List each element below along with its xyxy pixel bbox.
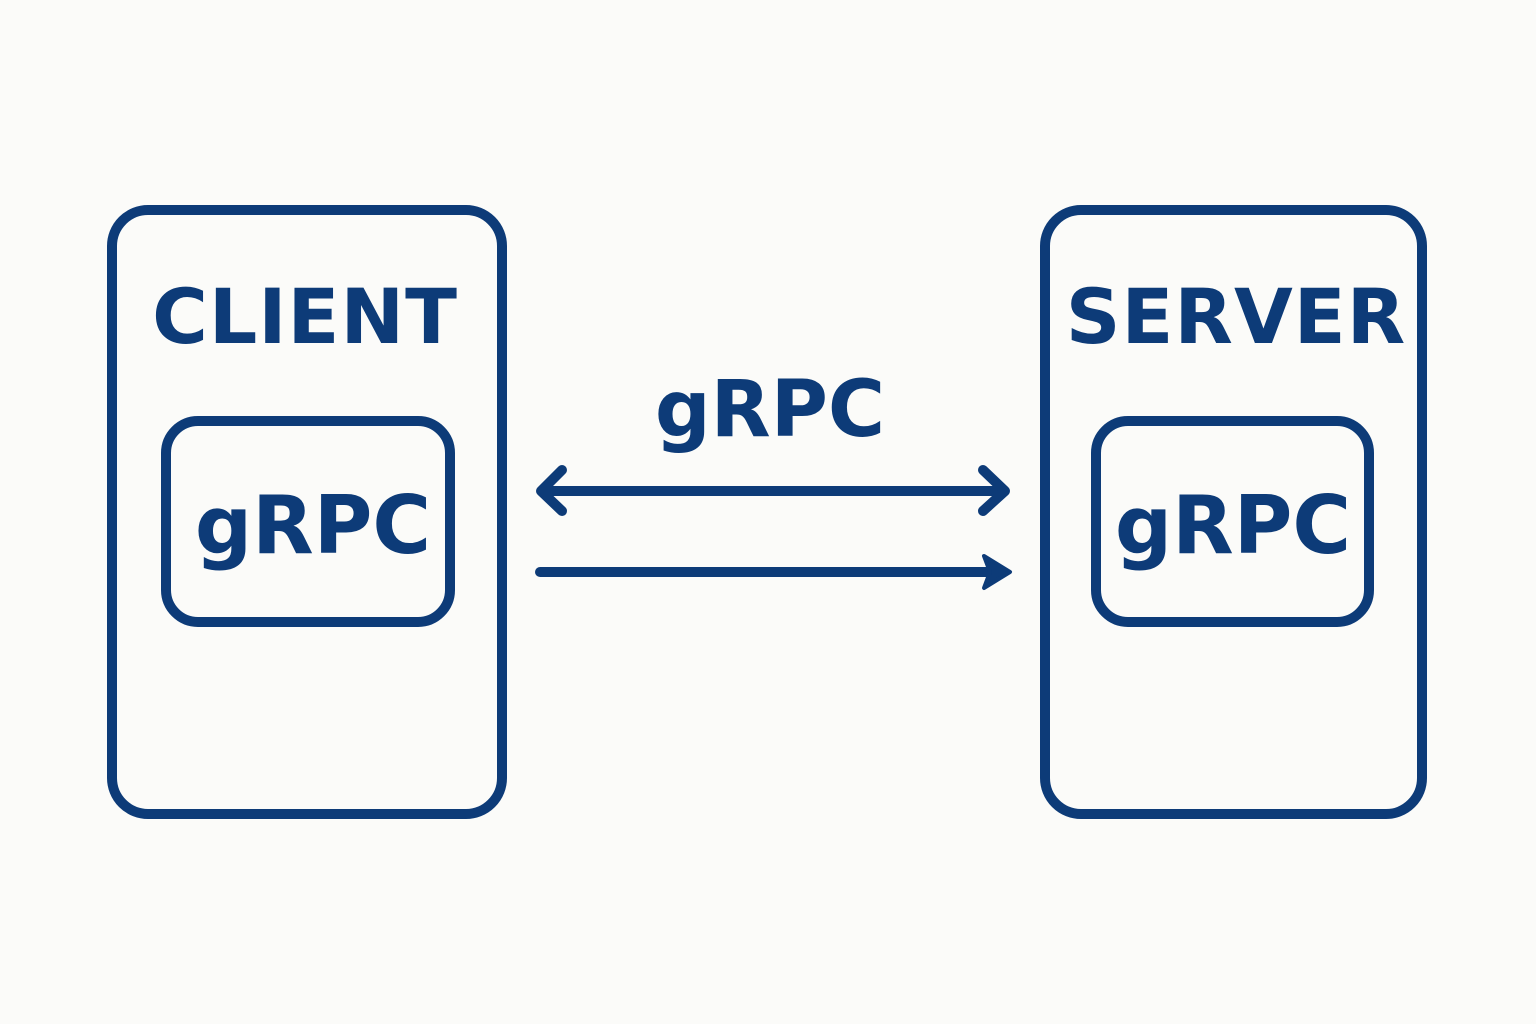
bidirectional-arrow: [536, 465, 1010, 516]
client-to-server-arrowhead-icon: [982, 554, 1012, 590]
server-grpc-label: gRPC: [1115, 479, 1351, 572]
client-to-server-arrow: [535, 554, 1012, 590]
connection-label: gRPC: [655, 365, 885, 455]
server-node: SERVER gRPC: [1040, 205, 1427, 819]
server-box: [1040, 205, 1427, 819]
client-box: [107, 205, 507, 819]
client-grpc-label: gRPC: [195, 479, 431, 572]
left-arrowhead-icon: [536, 465, 567, 516]
right-arrowhead-icon: [978, 465, 1010, 516]
connection: gRPC: [535, 365, 1012, 590]
client-grpc-box: [161, 416, 455, 627]
server-title: SERVER: [1066, 272, 1406, 361]
server-grpc-box: [1091, 416, 1374, 627]
client-title: CLIENT: [152, 272, 458, 361]
client-node: CLIENT gRPC: [107, 205, 507, 819]
